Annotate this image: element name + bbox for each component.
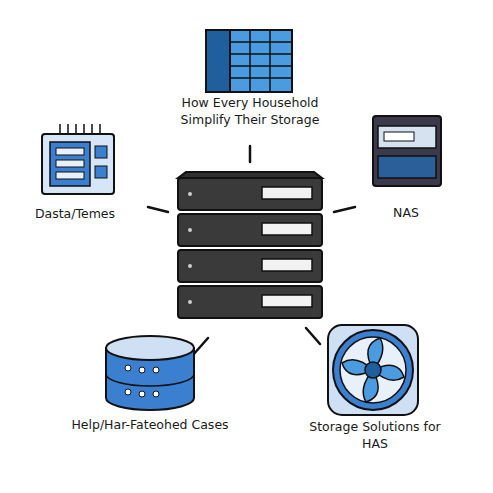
icon-label: Storage Solutions for HAS xyxy=(305,418,445,452)
icon-label: Dasta/Temes xyxy=(10,205,140,222)
chip-row xyxy=(56,160,84,167)
leader-line xyxy=(334,207,355,212)
dot xyxy=(125,365,131,371)
drive-slot xyxy=(262,223,312,235)
circuit-board-icon xyxy=(42,124,114,194)
panel-side xyxy=(206,30,230,92)
nas-panel xyxy=(378,156,436,178)
led xyxy=(188,264,192,268)
cylinder-dots xyxy=(125,365,159,397)
pin xyxy=(59,124,61,134)
stripe xyxy=(230,53,292,55)
board-part xyxy=(95,146,107,158)
board-pins xyxy=(60,124,100,134)
leader-lines xyxy=(148,146,355,355)
nas-slot xyxy=(384,132,414,141)
rack-unit-body xyxy=(178,178,322,210)
rack-unit xyxy=(178,178,322,210)
icon-label: NAS xyxy=(356,204,456,221)
leader-line xyxy=(306,328,320,344)
stripe xyxy=(249,30,251,92)
panel-stripes xyxy=(230,30,292,92)
pin xyxy=(83,124,85,134)
fan-hub xyxy=(365,362,381,378)
database-icon xyxy=(106,336,194,410)
rack-unit xyxy=(178,286,322,318)
panel-body xyxy=(206,30,292,92)
led xyxy=(188,300,192,304)
chip-row xyxy=(56,172,84,179)
stripe xyxy=(230,77,292,79)
fan-well xyxy=(340,337,406,403)
fan-frame xyxy=(328,325,418,415)
pin xyxy=(99,124,101,134)
board-part xyxy=(95,166,107,178)
stripe xyxy=(269,30,271,92)
pin xyxy=(75,124,77,134)
leader-line xyxy=(249,146,252,162)
rack-unit-body xyxy=(178,214,322,246)
drive-slot xyxy=(262,187,312,199)
dot xyxy=(139,391,145,397)
nas-device-icon xyxy=(373,116,441,186)
drive-slot xyxy=(262,295,312,307)
chip-row xyxy=(56,148,84,155)
icon-label: How Every Household Simplify Their Stora… xyxy=(160,94,340,128)
dot xyxy=(125,389,131,395)
rack-unit-body xyxy=(178,286,322,318)
server-rack xyxy=(178,172,322,318)
nas-body xyxy=(373,116,441,186)
stripe xyxy=(230,65,292,67)
dot xyxy=(153,367,159,373)
pin xyxy=(67,124,69,134)
leader-line xyxy=(193,338,208,355)
fan-ring xyxy=(333,330,413,410)
led xyxy=(188,228,192,232)
cylinder-band xyxy=(106,374,194,386)
board-chip xyxy=(50,142,90,186)
rack-unit-body xyxy=(178,250,322,282)
led xyxy=(188,192,192,196)
dot xyxy=(153,391,159,397)
storage-panel-icon xyxy=(206,30,292,92)
rack-unit xyxy=(178,250,322,282)
icon-label: Help/Har-Fateohed Cases xyxy=(50,416,250,433)
dot xyxy=(139,367,145,373)
nas-panel xyxy=(378,126,436,148)
board-body xyxy=(42,134,114,194)
cylinder-top xyxy=(106,336,194,360)
fan-blades xyxy=(342,338,404,402)
rack-unit xyxy=(178,214,322,246)
drive-slot xyxy=(262,259,312,271)
fan-icon xyxy=(328,325,418,415)
pin xyxy=(91,124,93,134)
stripe xyxy=(230,41,292,43)
leader-line xyxy=(148,207,168,212)
